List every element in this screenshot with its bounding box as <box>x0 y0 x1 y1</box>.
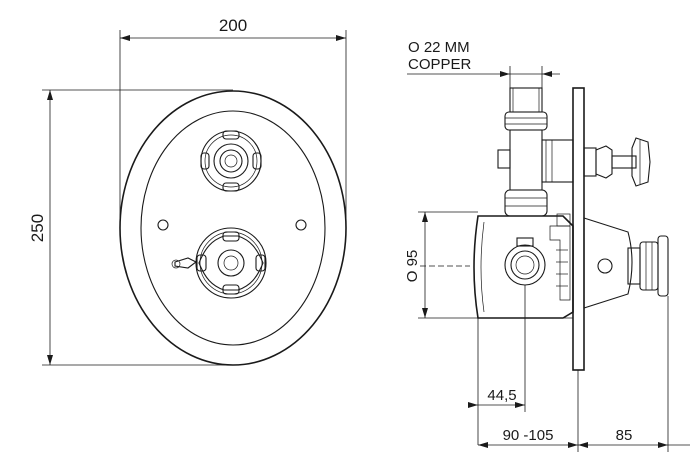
dim-pipe-leader <box>407 66 560 88</box>
upper-side-handle <box>583 137 651 187</box>
label-pipe-size: O 22 MM <box>408 39 470 56</box>
front-view: 200 250 <box>28 16 347 366</box>
label-front-height: 250 <box>28 214 47 242</box>
upper-control-handle <box>200 130 262 192</box>
label-handle-projection: 85 <box>616 427 633 444</box>
dim-body-diameter <box>418 211 478 319</box>
label-depth-inner: 44,5 <box>487 387 516 404</box>
dim-depth-inner <box>468 285 526 445</box>
dim-depth-range <box>478 296 690 452</box>
thermostatic-body <box>473 213 574 319</box>
label-body-diameter: O 95 <box>404 250 421 283</box>
dim-front-width <box>119 30 347 228</box>
upper-outlet-pipe <box>497 87 574 217</box>
escutcheon-inner <box>140 110 326 346</box>
label-front-width: 200 <box>219 16 247 35</box>
side-view: O 22 MM COPPER O 95 44,5 <box>404 39 690 452</box>
lower-side-handle <box>583 217 669 309</box>
screw-hole-left <box>157 219 169 231</box>
dim-front-height <box>42 89 233 366</box>
lower-control-handle <box>171 227 267 299</box>
label-depth-range: 90 -105 <box>503 427 554 444</box>
label-pipe-material: COPPER <box>408 56 472 73</box>
side-wall-plate <box>572 87 585 371</box>
screw-hole-right <box>295 219 307 231</box>
